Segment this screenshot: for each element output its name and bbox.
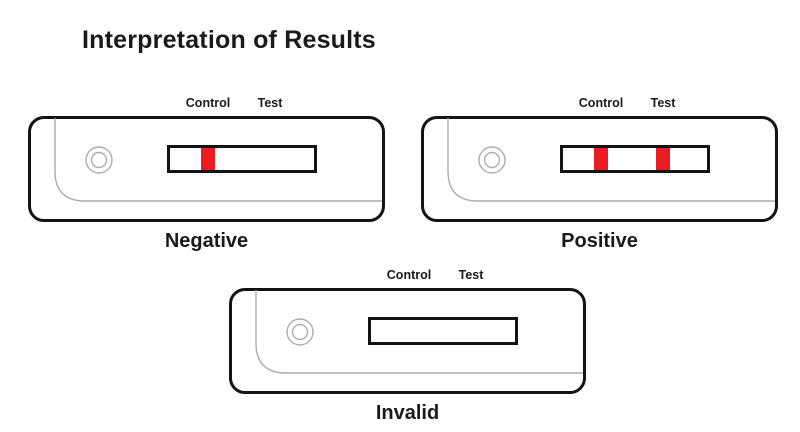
control-label: Control	[185, 96, 231, 110]
control-label: Control	[578, 96, 624, 110]
cassette-group-positive: Control Test Positive	[421, 96, 778, 256]
result-window	[167, 145, 317, 173]
control-label: Control	[386, 268, 432, 282]
cassette-housing-detail	[447, 118, 775, 202]
sample-well-icon	[478, 146, 506, 174]
test-cassette	[28, 116, 385, 222]
cassette-housing-detail	[54, 118, 382, 202]
test-line	[656, 148, 670, 170]
result-caption: Invalid	[375, 402, 440, 424]
test-label: Test	[458, 268, 484, 282]
cassette-housing-detail	[255, 290, 583, 374]
control-line	[201, 148, 215, 170]
result-window	[368, 317, 518, 345]
cassette-group-negative: Control Test Negative	[28, 96, 385, 256]
sample-well-icon	[286, 318, 314, 346]
test-cassette	[229, 288, 586, 394]
test-label: Test	[257, 96, 283, 110]
result-window	[560, 145, 710, 173]
result-caption: Positive	[561, 230, 638, 252]
control-line	[594, 148, 608, 170]
sample-well-icon	[85, 146, 113, 174]
cassette-group-invalid: Control Test Invalid	[229, 268, 586, 428]
test-label: Test	[650, 96, 676, 110]
page-title: Interpretation of Results	[82, 26, 376, 54]
test-cassette	[421, 116, 778, 222]
result-caption: Negative	[164, 230, 249, 252]
